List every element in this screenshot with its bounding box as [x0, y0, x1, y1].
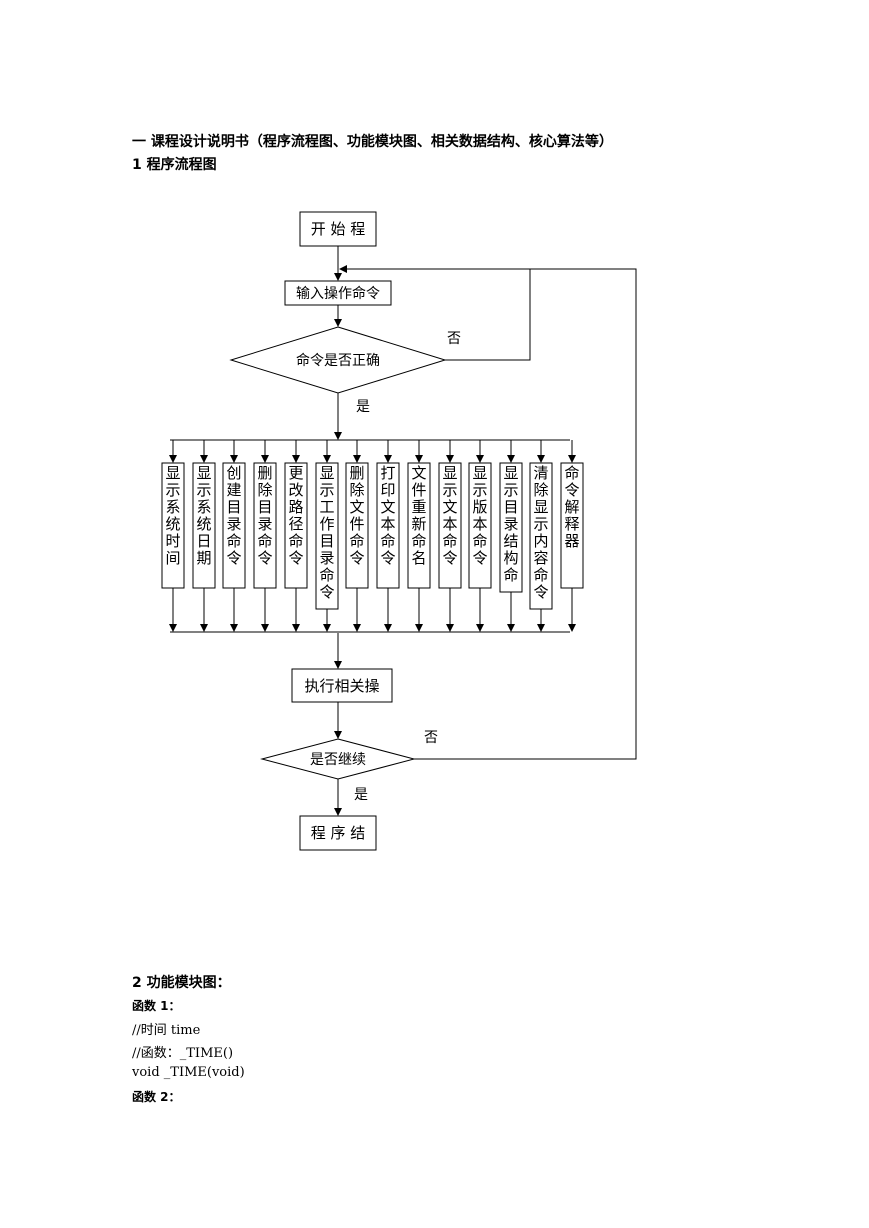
- function-heading: 函数 1：: [132, 999, 181, 1013]
- yes-label-1: 是: [356, 399, 370, 415]
- function-heading: 函数 2：: [132, 1090, 181, 1104]
- decision-continue-label: 是否继续: [310, 751, 366, 768]
- command-label: 打印文本命令: [380, 464, 395, 567]
- command-label: 更改路径命令: [288, 464, 303, 567]
- command-label: 显示系统时间: [165, 464, 180, 567]
- code-line: //函数：_TIME(): [132, 1046, 234, 1061]
- no-label-2: 否: [424, 730, 438, 746]
- code-line: void _TIME(void): [132, 1065, 245, 1080]
- end-label: 程 序 结: [311, 824, 366, 842]
- command-label: 删除文件命令: [349, 464, 364, 567]
- module-title: 2 功能模块图：: [132, 975, 231, 991]
- no-label-1: 否: [447, 331, 461, 347]
- command-label: 显示文本命令: [442, 464, 457, 567]
- command-label: 显示目录结构命: [503, 464, 518, 584]
- decision-valid-label: 命令是否正确: [296, 352, 380, 369]
- section-heading: 一 课程设计说明书（程序流程图、功能模块图、相关数据结构、核心算法等）: [132, 134, 613, 150]
- command-label: 创建目录命令: [226, 464, 241, 567]
- command-label: 文件重新命名: [411, 464, 426, 567]
- command-label: 删除目录命令: [257, 464, 272, 567]
- command-label: 命令解释器: [564, 464, 579, 550]
- input-label: 输入操作命令: [296, 285, 380, 302]
- execute-label: 执行相关操: [304, 677, 379, 695]
- command-label: 显示系统日期: [196, 464, 211, 567]
- command-label: 显示工作目录命令: [319, 464, 334, 601]
- execute-box: [291, 668, 393, 703]
- start-label: 开 始 程: [311, 220, 366, 238]
- command-label: 清除显示内容命令: [533, 464, 548, 601]
- flowchart-title: 1 程序流程图: [132, 157, 217, 173]
- command-label: 显示版本命令: [472, 464, 487, 567]
- yes-label-2: 是: [354, 787, 368, 803]
- end-box: [299, 815, 377, 851]
- code-line: //时间 time: [132, 1023, 201, 1038]
